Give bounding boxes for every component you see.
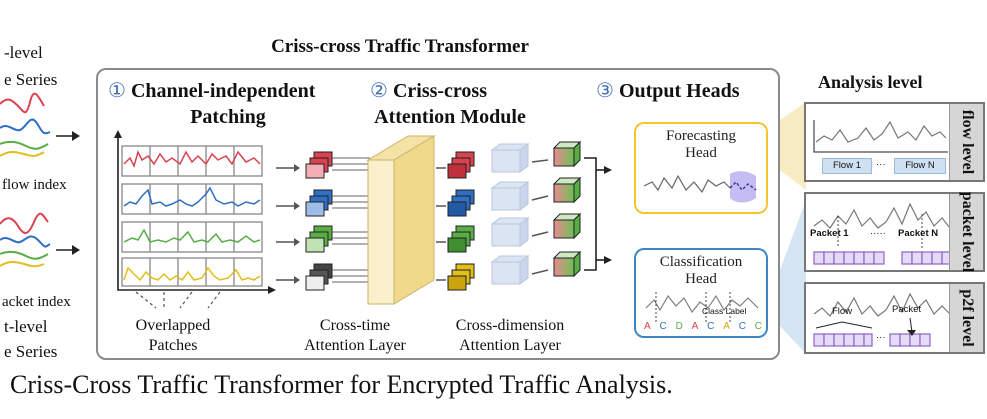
analysis-level-title: Analysis level: [818, 72, 923, 92]
step1-number: ①: [108, 80, 126, 102]
packet-level-panel: Packet 1 ····· Packet N packet level: [804, 192, 985, 272]
flow-axis-label: flow index: [2, 177, 67, 193]
step2-number: ②: [370, 80, 388, 102]
flow-series-title-line1: -level: [4, 43, 43, 62]
packet-level-series-lines: [0, 212, 80, 268]
p2f-packet-label: Packet: [892, 304, 922, 315]
step1-header: ① Channel-independent: [108, 80, 315, 103]
class-label-text: Class Label: [702, 306, 747, 316]
forecasting-head-line2: Head: [685, 145, 717, 161]
packet-level-chart: [813, 202, 951, 265]
flow-level-chart: [813, 120, 948, 153]
p2f-level-panel: Flow ··· Packet p2f level: [804, 282, 985, 354]
flow-n-block: [894, 158, 946, 174]
forecasting-head-line1: Forecasting: [666, 128, 736, 144]
packet-axis-label: acket index: [2, 294, 71, 310]
class-letter: A: [723, 321, 730, 332]
packet-level-tag: packet level: [949, 191, 983, 273]
flow-dots: ···: [876, 159, 886, 170]
flow-axis-line: [0, 175, 2, 177]
step1-title-line1: Channel-independent: [130, 80, 316, 102]
packet-series-title-line2: e Series: [4, 342, 58, 361]
p2f-level-tag: p2f level: [949, 284, 983, 352]
analysis-projection: [780, 102, 806, 354]
step3-header: ③ Output Heads: [596, 80, 740, 103]
class-letter: C: [659, 321, 667, 332]
class-letter: A: [691, 321, 699, 332]
step2-header: ② Criss-cross: [370, 80, 487, 103]
class-letter: C: [754, 321, 762, 332]
classification-head-line1: Classification: [659, 254, 743, 270]
step1-title-line2: Patching: [190, 106, 266, 128]
criss-cross-attention-module: [276, 135, 612, 305]
p2f-dots: ···: [876, 332, 886, 343]
flow-level-panel: Flow 1 ··· Flow N flow level: [804, 102, 985, 182]
forecasting-head-box: Forecasting Head: [634, 122, 768, 214]
cross-time-line1: Cross-time: [319, 317, 391, 334]
packet-series-title-line1: t-level: [4, 317, 48, 336]
forecast-curve: [643, 171, 757, 203]
flow-level-series-lines: [0, 92, 80, 157]
class-letter: C: [738, 321, 746, 332]
class-letter: D: [675, 321, 683, 332]
flow-n-label: Flow N: [905, 160, 935, 171]
packet-level-tag-text: packet level: [958, 191, 976, 273]
step3-title-line1: Output Heads: [618, 80, 740, 102]
step3-number: ③: [596, 80, 614, 102]
p2f-level-chart: [813, 292, 951, 347]
cross-dimension-line2: Attention Layer: [459, 337, 561, 354]
packet-1-label: Packet 1: [810, 228, 849, 239]
classification-curve: [645, 292, 759, 324]
main-title: Criss-cross Traffic Transformer: [271, 36, 529, 57]
step2-title-line2: Attention Module: [374, 106, 526, 128]
flow-1-block: [822, 158, 872, 174]
flow-level-tag: flow level: [949, 104, 983, 180]
flow-level-tag-text: flow level: [958, 109, 976, 175]
flow-series-title-line2: e Series: [4, 70, 58, 89]
flow-1-label: Flow 1: [833, 160, 861, 171]
step2-title-line1: Criss-cross: [392, 80, 487, 102]
p2f-level-tag-text: p2f level: [958, 289, 976, 347]
classification-head-line2: Head: [685, 271, 717, 287]
packet-n-label: Packet N: [898, 228, 939, 239]
packet-dots: ·····: [870, 228, 886, 239]
p2f-flow-label: Flow: [832, 306, 853, 317]
figure-caption: Criss-Cross Traffic Transformer for Encr…: [10, 370, 673, 399]
patching-grid: [114, 130, 276, 309]
cross-dimension-line1: Cross-dimension: [455, 317, 565, 334]
class-letter: C: [707, 321, 715, 332]
class-letter: A: [644, 321, 651, 332]
overlapped-patches-line1: Overlapped: [135, 317, 211, 334]
overlapped-patches-line2: Patches: [148, 337, 198, 354]
cross-time-line2: Attention Layer: [304, 337, 406, 354]
